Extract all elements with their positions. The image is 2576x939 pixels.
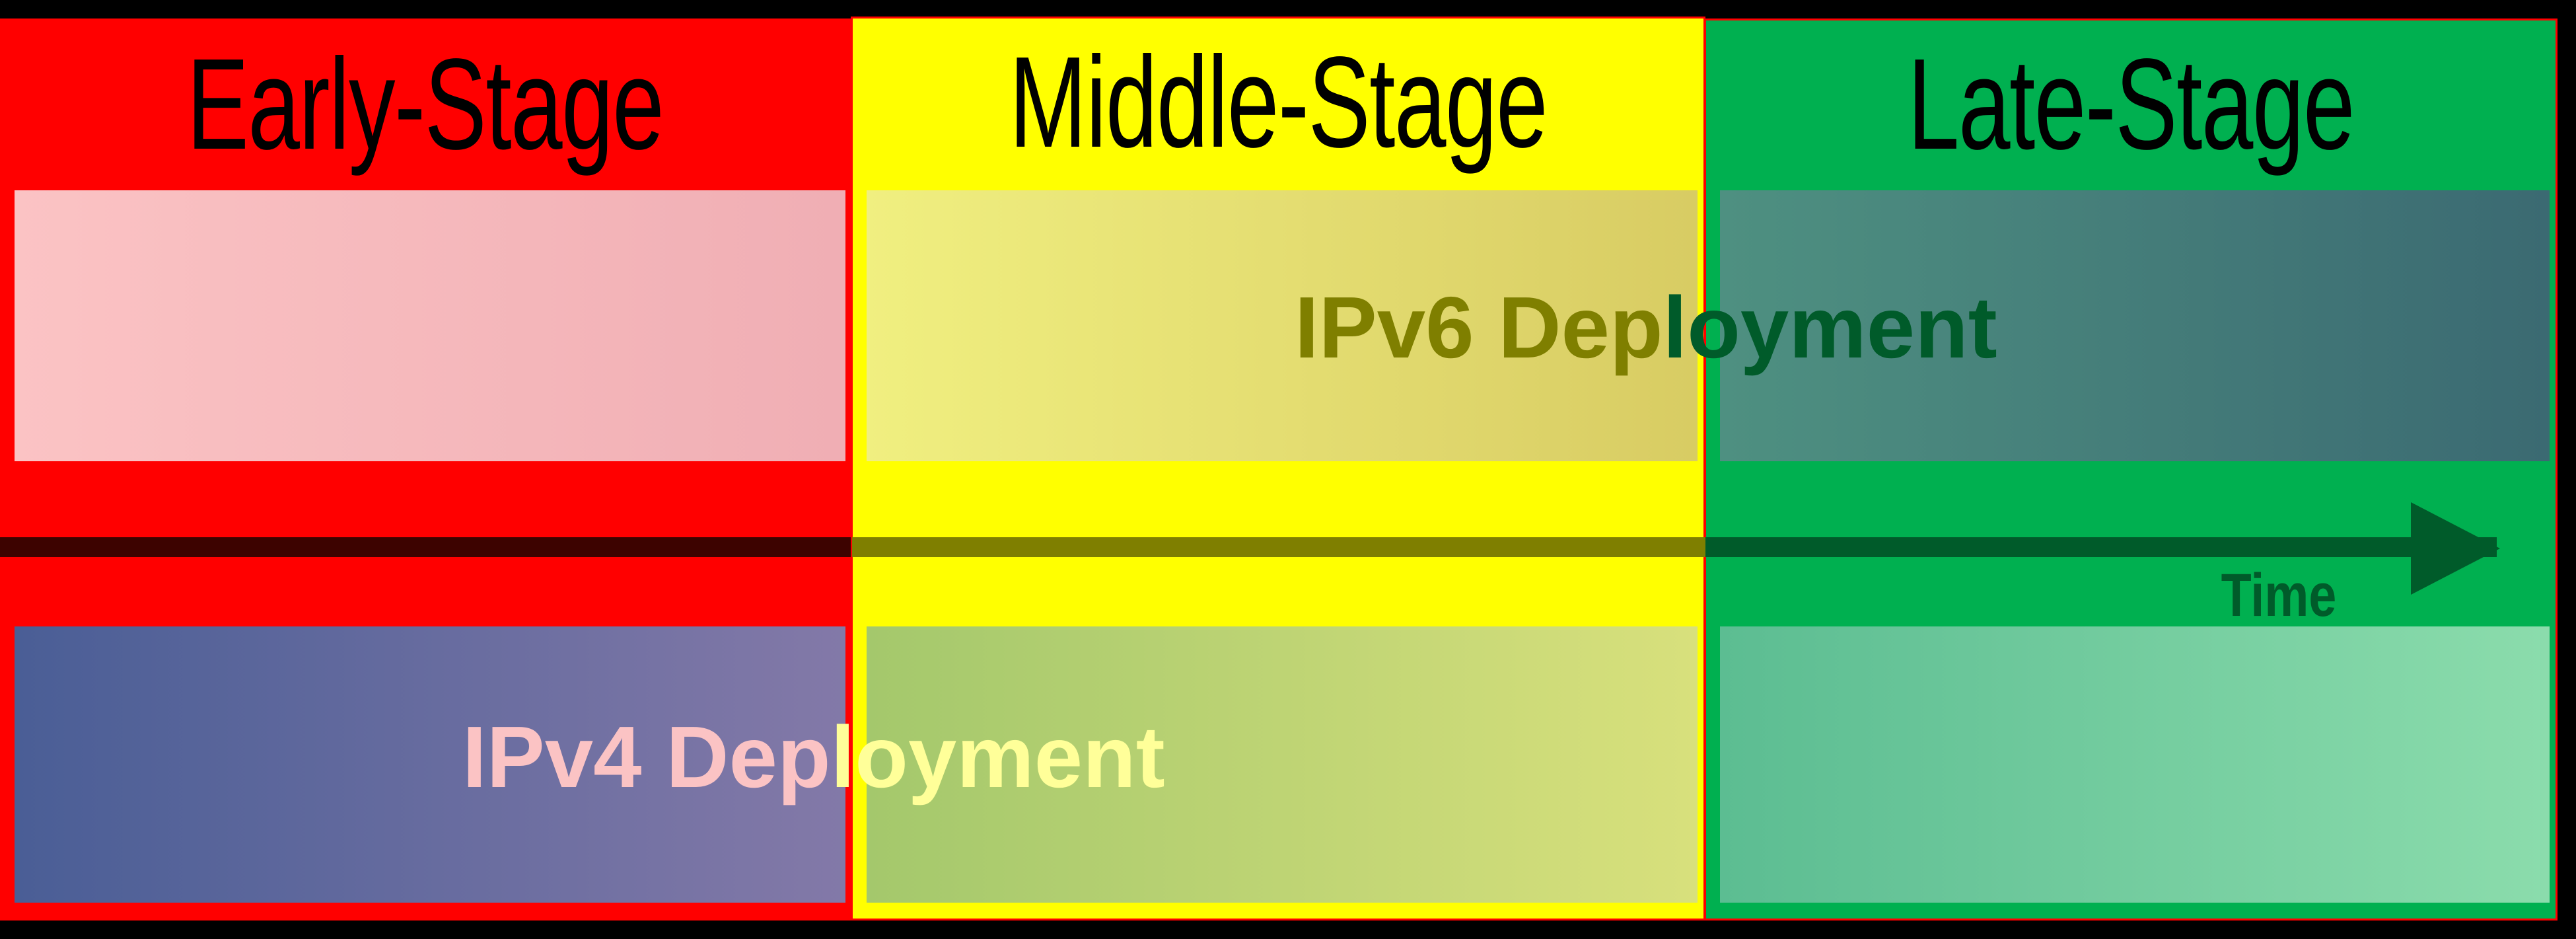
stage-title-middle: Middle-Stage (1009, 30, 1548, 174)
ipv4-band-early (15, 626, 845, 903)
ipv6-band-early (15, 190, 845, 461)
ipv4-deployment-label: IPv4 Deployment (462, 714, 1165, 801)
ipv4-band-middle (867, 626, 1698, 903)
time-axis-label: Time (2221, 562, 2337, 629)
time-arrow-head-icon (2411, 502, 2500, 595)
time-axis-segment-middle (852, 537, 1705, 557)
ipv4-label-part-1: IPv4 Dep (462, 708, 831, 806)
ipv6-deployment-label: IPv6 Deployment (1295, 284, 1997, 371)
stage-title-early: Early-Stage (186, 32, 664, 176)
ipv4-label-part-2: loyment (830, 708, 1165, 806)
ipv6-label-part-1: IPv6 Dep (1295, 279, 1663, 376)
right-margin (2559, 0, 2576, 939)
ipv6-band-late (1720, 190, 2550, 461)
stage-title-late: Late-Stage (1907, 32, 2355, 176)
time-axis-segment-late (1705, 537, 2497, 557)
ipv4-band-late (1720, 626, 2550, 903)
ipv6-band-middle (867, 190, 1698, 461)
time-axis-segment-early (0, 537, 851, 557)
ipv6-label-part-2: loyment (1663, 279, 1997, 376)
